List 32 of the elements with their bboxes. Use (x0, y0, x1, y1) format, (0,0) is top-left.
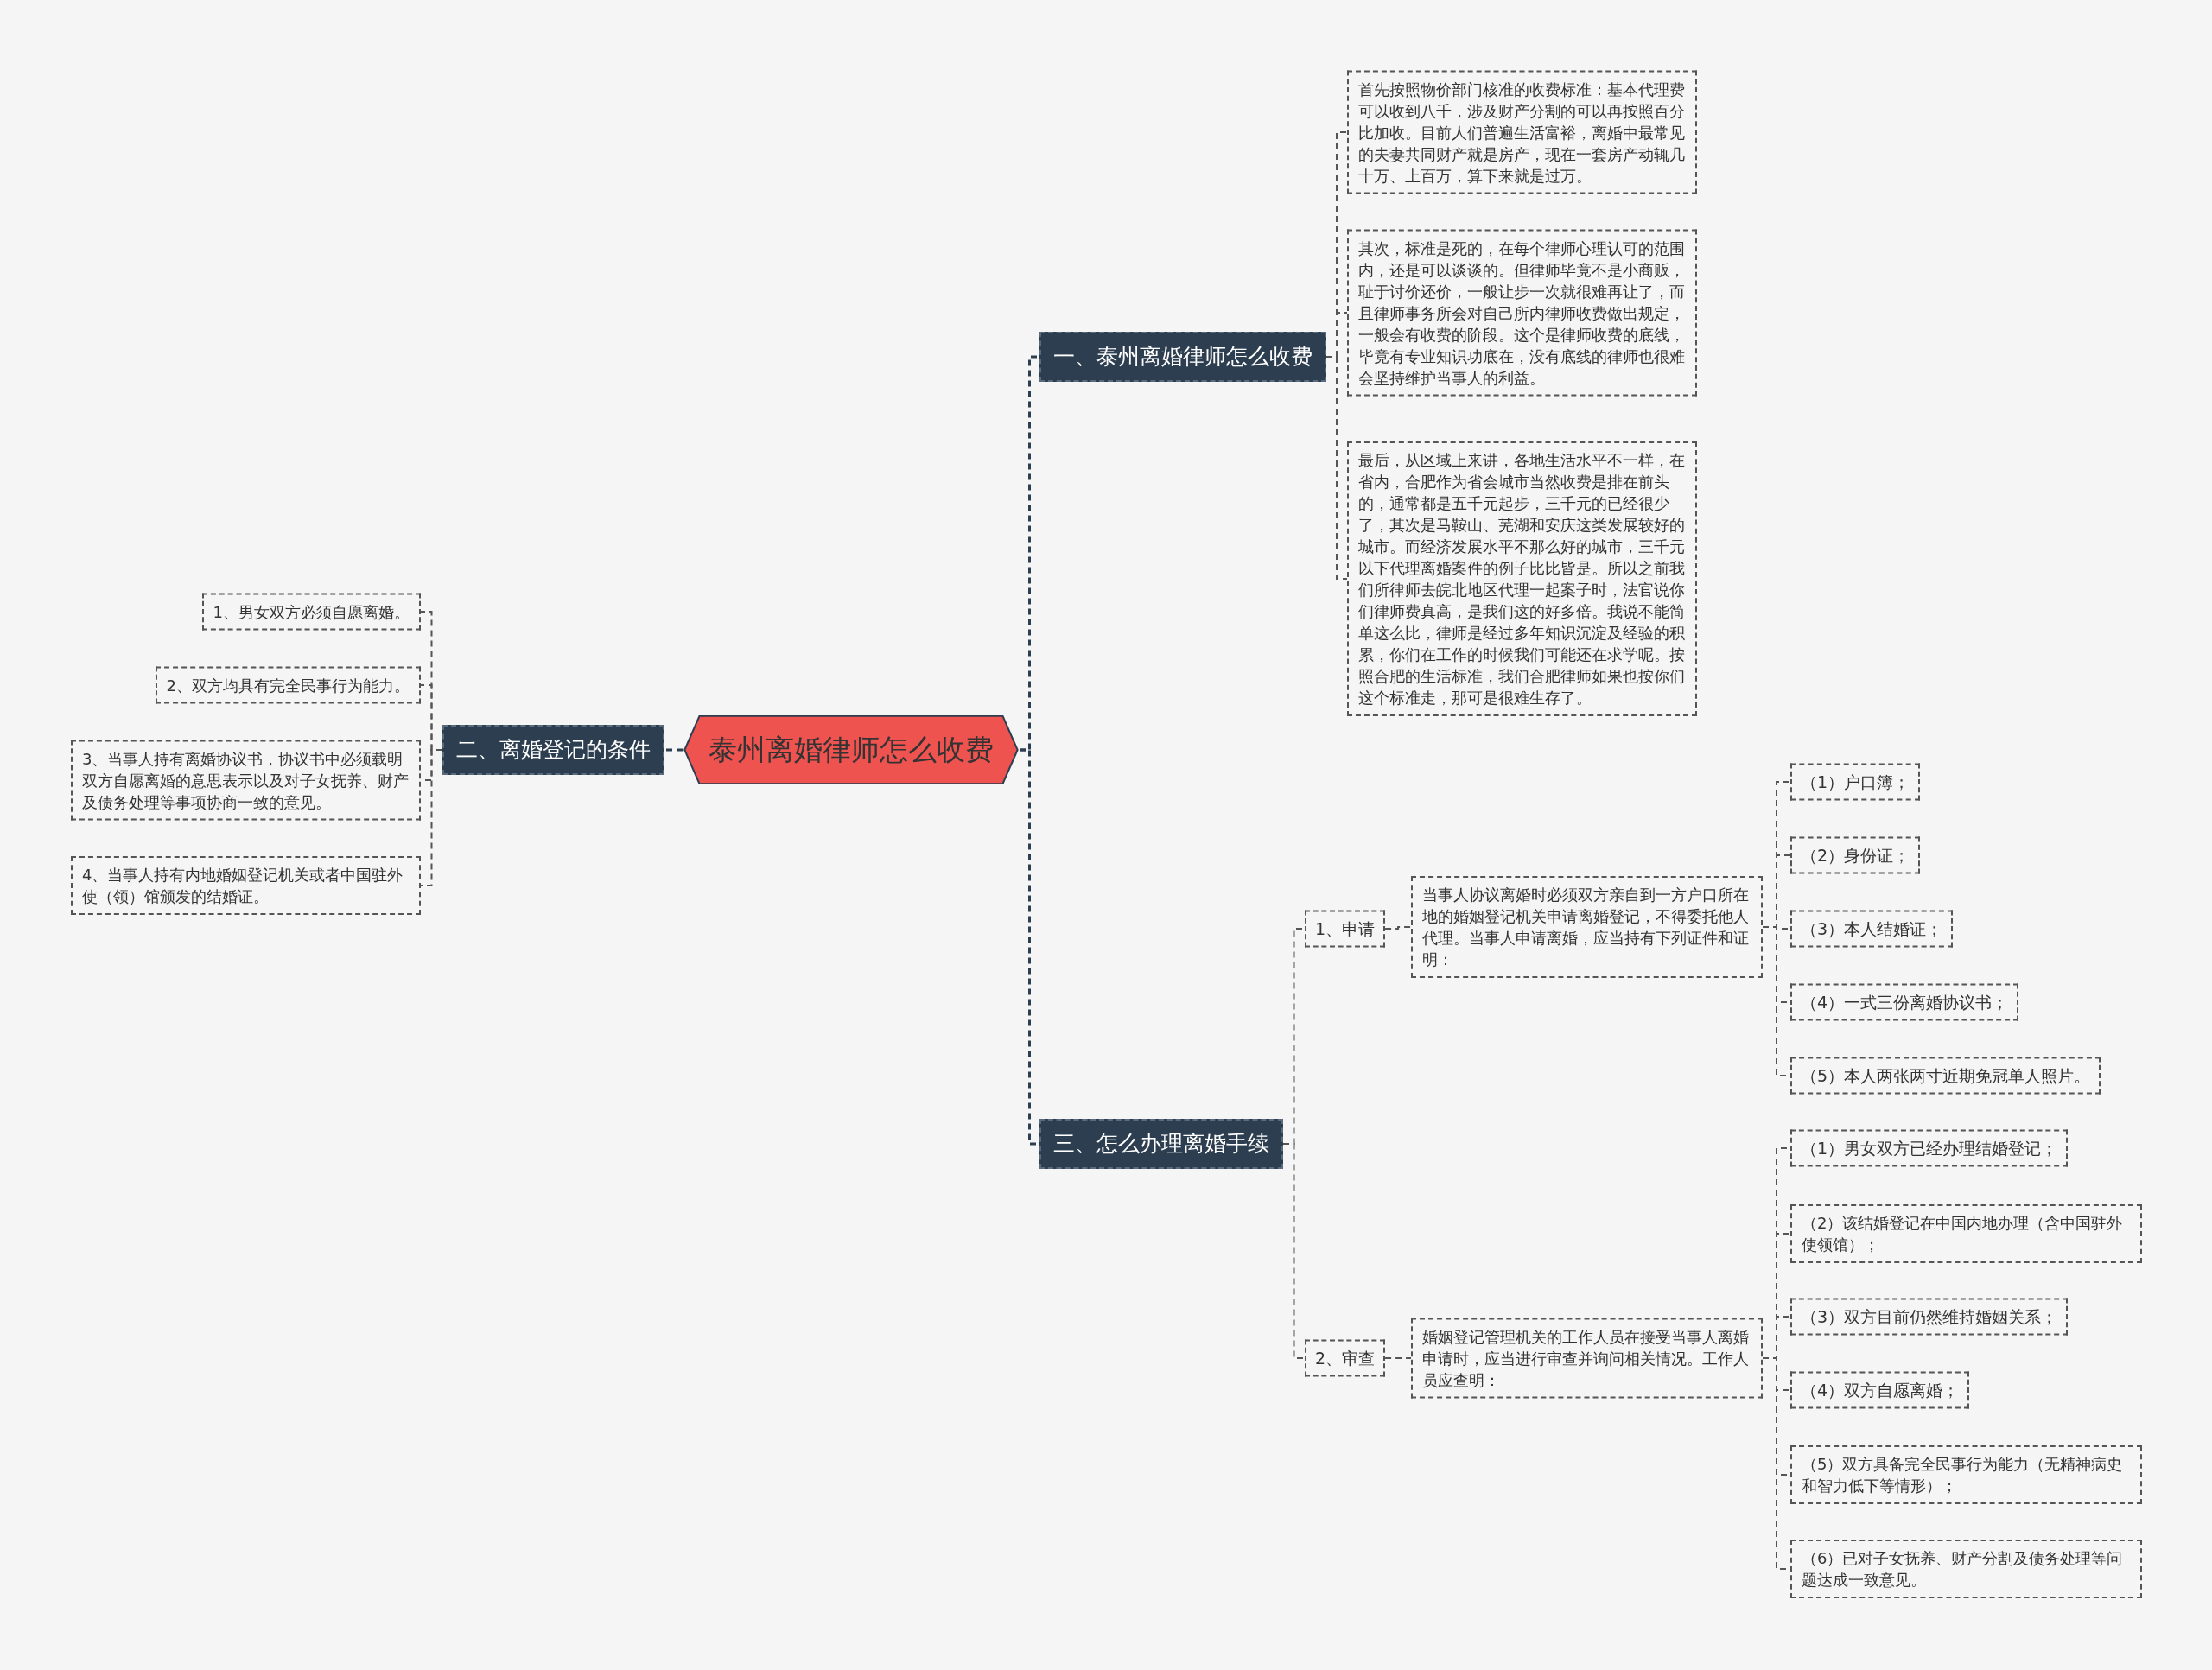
note-box: 当事人协议离婚时必须双方亲自到一方户口所在地的婚姻登记机关申请离婚登记，不得委托他人代理。当事人申请离婚，应当持有下列证件和证明： (1411, 876, 1763, 978)
note-box: 4、当事人持有内地婚姻登记机关或者中国驻外使（领）馆颁发的结婚证。 (71, 856, 421, 915)
note-box: 婚姻登记管理机关的工作人员在接受当事人离婚申请时，应当进行审查并询问相关情况。工作人员应查明： (1411, 1318, 1763, 1399)
connector-line (1384, 1357, 1412, 1359)
note-box: 1、男女双方必须自愿离婚。 (201, 593, 421, 631)
item-box: （4）双方自愿离婚； (1790, 1371, 1970, 1409)
note-box: 2、双方均具有完全民事行为能力。 (155, 666, 421, 704)
note-box: （6）已对子女抚养、财产分割及债务处理等问题达成一致意见。 (1790, 1540, 2142, 1598)
topic-text: 泰州离婚律师怎么收费 (709, 733, 994, 766)
connector-line (1282, 1143, 1306, 1359)
item-box: （3）双方目前仍然维持婚姻关系； (1790, 1298, 2069, 1336)
note-box: 3、当事人持有离婚协议书，协议书中必须载明双方自愿离婚的意思表示以及对子女抚养、财产及债务处理等事项协商一致的意见。 (71, 740, 421, 821)
item-box: （2）身份证； (1790, 836, 1921, 874)
item-box: 2、审查 (1305, 1339, 1386, 1377)
connector-line (1384, 926, 1412, 930)
item-box: （1）男女双方已经办理结婚登记； (1790, 1129, 2069, 1167)
item-box: （3）本人结婚证； (1790, 910, 1954, 948)
item-box: （5）本人两张两寸近期免冠单人照片。 (1790, 1057, 2101, 1095)
note-box: 最后，从区域上来讲，各地生活水平不一样，在省内，合肥作为省会城市当然收费是排在前头的，通常都是五千元起步，三千元的已经很少了，其次是马鞍山、芜湖和安庆这类发展较好的城市。而经济发展水平不那么好的城市，三千元以下代理离婚案件的例子比比皆是。所以之前我们所律师去皖北地区代理一起案子时，法官说你们律师费真高，是我们这的好多倍。我说不能简单这么比，律师是经过多年知识沉淀及经验的积累，你们在工作的时候我们可能还在求学呢。按照合肥的生活标准，我们合肥律师如果也按你们这个标准走，那可是很难生存了。 (1347, 441, 1697, 716)
connector-line (664, 748, 683, 752)
branch-box: 一、泰州离婚律师怎么收费 (1039, 332, 1326, 382)
item-box: （4）一式三份离婚协议书； (1790, 983, 2019, 1021)
item-box: 1、申请 (1305, 910, 1386, 948)
branch-box: 二、离婚登记的条件 (442, 725, 664, 775)
note-box: 首先按照物价部门核准的收费标准：基本代理费可以收到八千，涉及财产分割的可以再按照百分比加收。目前人们普遍生活富裕，离婚中最常见的夫妻共同财产就是房产，现在一套房产动辄几十万、上百万，算下来就是过万。 (1347, 70, 1697, 194)
branch-box: 三、怎么办理离婚手续 (1039, 1119, 1283, 1169)
note-box: 其次，标准是死的，在每个律师心理认可的范围内，还是可以谈谈的。但律师毕竟不是小商贩，耻于讨价还价，一般让步一次就很难再让了，而且律师事务所会对自己所内律师收费做出规定，一般会有收费的阶段。这个是律师收费的底线，毕竟有专业知识功底在，没有底线的律师也很难会坚持维护当事人的利益。 (1347, 229, 1697, 397)
connector-line (1325, 356, 1348, 580)
item-box: （1）户口簿； (1790, 763, 1921, 801)
connector-line (420, 749, 443, 886)
note-box: （5）双方具备完全民事行为能力（无精神病史和智力低下等情形）； (1790, 1445, 2142, 1504)
note-box: （2）该结婚登记在中国内地办理（含中国驻外使领馆）； (1790, 1204, 2142, 1263)
